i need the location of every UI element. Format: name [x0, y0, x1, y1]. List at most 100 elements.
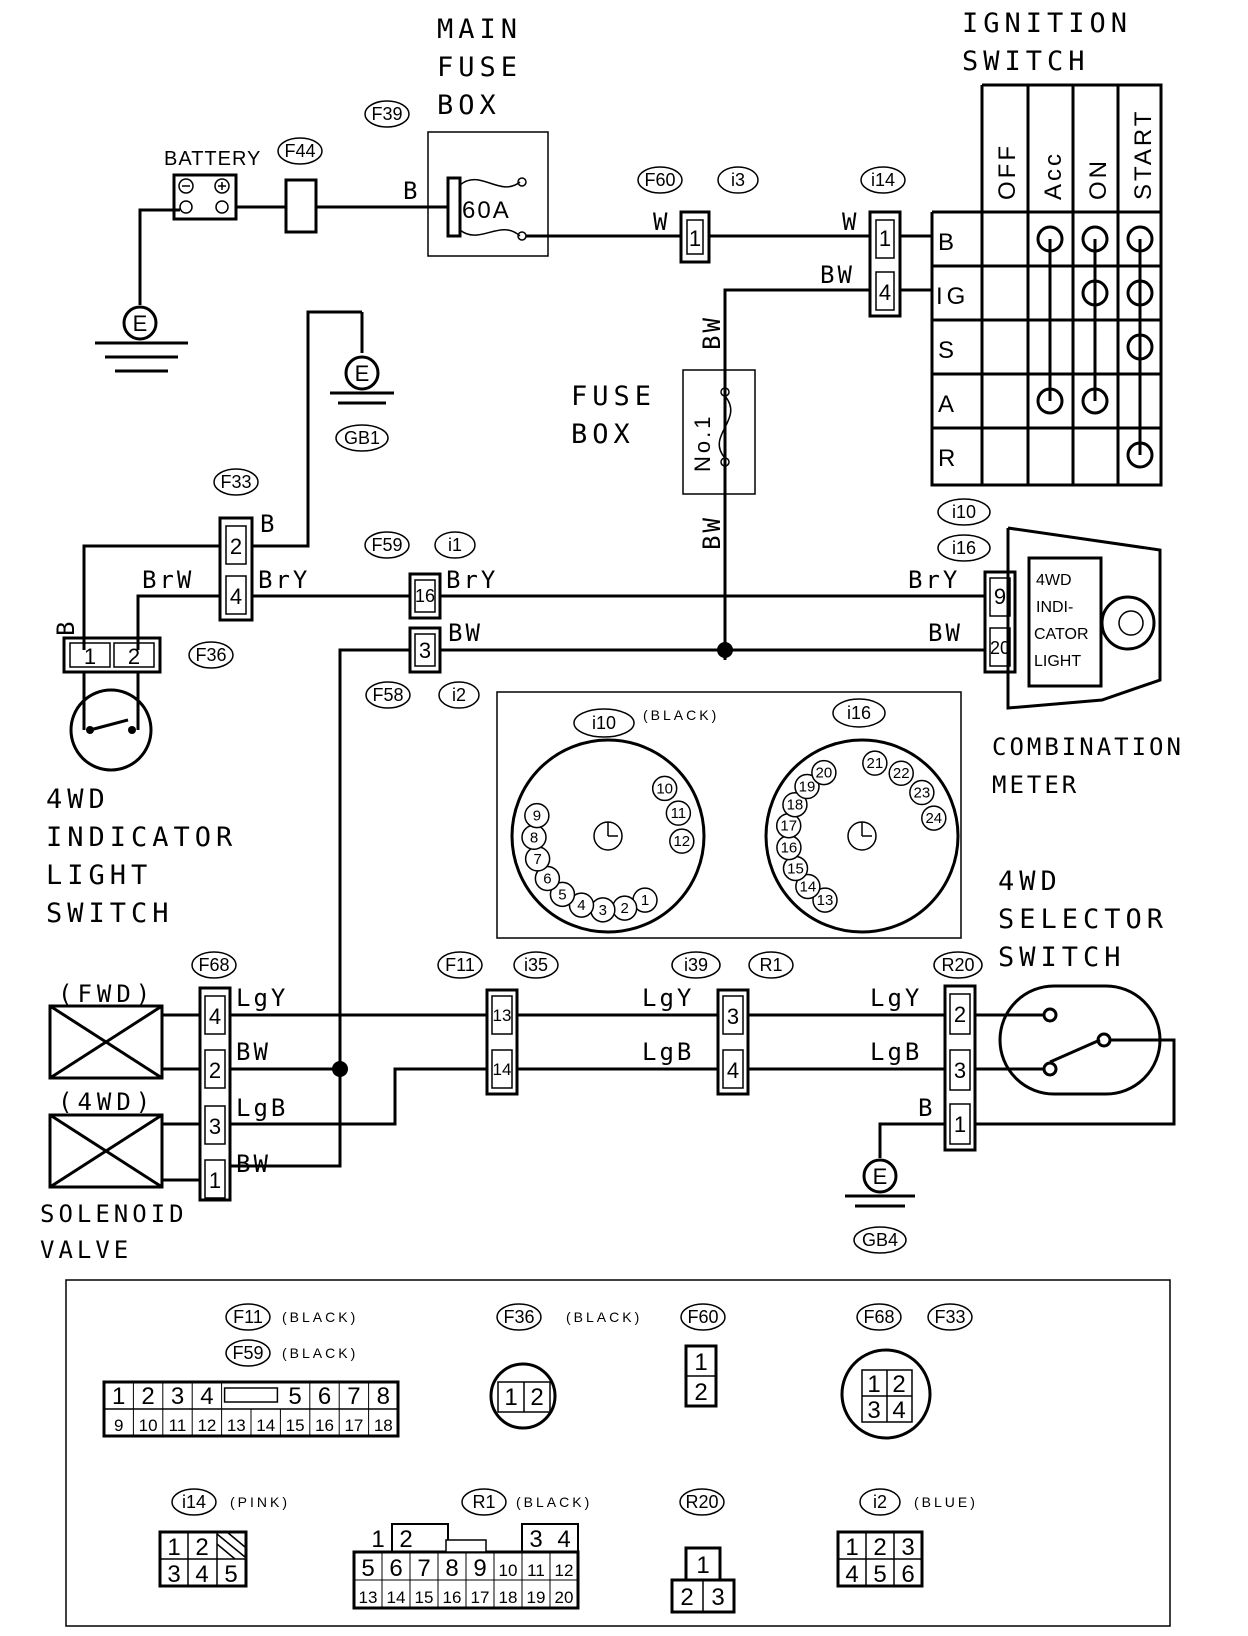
legend-r1-cell: 4 [557, 1526, 570, 1553]
meter-pin: 20 [811, 759, 837, 786]
svg-text:3: 3 [167, 1561, 180, 1588]
svg-text:1: 1 [954, 1112, 966, 1137]
svg-text:4: 4 [845, 1561, 858, 1588]
meter-pin: 24 [921, 805, 947, 831]
connector-tag-i35: i35 [513, 951, 559, 979]
fuse-60a-label: 60A [462, 197, 511, 224]
wire-label-b-r20: B [918, 1094, 935, 1122]
meter-pin: 23 [909, 779, 935, 806]
svg-text:1: 1 [867, 1371, 880, 1398]
svg-text:6: 6 [901, 1561, 914, 1588]
connector-tag-i3: i3 [717, 166, 759, 194]
svg-text:13: 13 [493, 1006, 512, 1025]
svg-text:(BLACK): (BLACK) [566, 1309, 642, 1325]
main-fuse-box: 60A [427, 131, 549, 257]
legend-r1-cell: 12 [555, 1561, 574, 1580]
legend-f11-cell: 12 [197, 1416, 216, 1435]
svg-text:i16: i16 [952, 538, 976, 558]
svg-text:F68: F68 [863, 1307, 894, 1327]
svg-text:21: 21 [867, 755, 884, 772]
svg-text:4: 4 [892, 1397, 905, 1424]
main-fuse-box-label-1: MAIN [437, 14, 522, 45]
svg-text:2: 2 [954, 1002, 966, 1027]
legend-f59-tag: F59 [232, 1343, 263, 1363]
wire-label-lgy-3: LgY [870, 984, 922, 1012]
wire-label-bry-2: BrY [446, 566, 498, 594]
svg-text:7: 7 [533, 851, 541, 868]
solenoid-fwd [48, 1004, 164, 1080]
svg-text:2: 2 [620, 900, 628, 917]
svg-text:6: 6 [543, 870, 551, 887]
meter-pin: 12 [669, 828, 695, 854]
main-fuse-box-label-3: BOX [437, 90, 501, 121]
connector-f11: 13 14 [485, 988, 519, 1096]
wire-label-lgb-3: LgB [870, 1038, 922, 1066]
wire-label-b-f36: B [52, 619, 80, 636]
svg-text:R20: R20 [941, 955, 974, 975]
legend-f11-cell: 6 [318, 1383, 331, 1410]
svg-text:R1: R1 [472, 1492, 495, 1512]
wire-label-w-2: W [842, 208, 859, 236]
connector-tag-f60: F60 [637, 166, 683, 194]
wire-label-b-top: B [403, 177, 420, 205]
svg-text:F11: F11 [445, 955, 475, 975]
svg-text:4: 4 [577, 897, 585, 914]
legend-r1-cell: 3 [529, 1526, 542, 1553]
battery [172, 173, 238, 221]
svg-text:i1: i1 [448, 535, 462, 555]
meter-indicator-label-2: INDI- [1036, 599, 1073, 616]
svg-text:F59: F59 [371, 535, 402, 555]
connector-f58-pin: 3 [408, 626, 442, 674]
connector-f36: 1 2 [62, 636, 162, 674]
meter-indicator-label-4: LIGHT [1034, 653, 1081, 670]
connector-tag-f39: F39 [364, 100, 410, 128]
fusible-link-f44 [284, 178, 318, 234]
indicator-switch-label-1: 4WD [46, 784, 110, 815]
svg-text:R20: R20 [685, 1492, 718, 1512]
wire-f33-f36-brw [136, 594, 220, 650]
svg-text:17: 17 [780, 818, 797, 835]
meter-pin: 13 [812, 887, 838, 913]
solenoid-valve-label-1: SOLENOID [40, 1200, 188, 1228]
svg-text:19: 19 [799, 778, 816, 795]
svg-text:23: 23 [914, 785, 931, 802]
svg-text:R1: R1 [759, 955, 782, 975]
legend-r20: R20 1 2 3 [670, 1488, 736, 1614]
connector-tag-f36: F36 [188, 641, 234, 669]
svg-text:2: 2 [128, 644, 140, 669]
connector-f60-pin: 1 [679, 210, 711, 264]
combination-meter [1006, 526, 1162, 710]
svg-text:13: 13 [817, 892, 834, 909]
legend-f11-cell: 4 [200, 1383, 213, 1410]
indicator-switch-label-4: SWITCH [46, 898, 174, 929]
svg-text:i3: i3 [731, 170, 745, 190]
svg-text:E: E [873, 1164, 888, 1189]
selector-switch-label-1: 4WD [998, 866, 1062, 897]
svg-text:i35: i35 [524, 955, 548, 975]
wire-gb1-f33 [252, 310, 362, 548]
connector-tag-gb4: GB4 [853, 1226, 907, 1254]
legend-f11-cell: 8 [377, 1383, 390, 1410]
svg-text:2: 2 [694, 1379, 707, 1406]
svg-text:E: E [355, 361, 370, 386]
svg-text:GB1: GB1 [344, 428, 380, 448]
svg-text:12: 12 [673, 833, 690, 850]
svg-text:2: 2 [195, 1534, 208, 1561]
svg-text:2: 2 [230, 534, 242, 559]
svg-text:F58: F58 [372, 685, 403, 705]
svg-text:i14: i14 [871, 170, 895, 190]
legend-r1-cell: 18 [499, 1588, 518, 1607]
svg-text:8: 8 [530, 829, 538, 846]
junction-bw-2 [332, 1061, 348, 1077]
meter-pin: 18 [782, 791, 808, 818]
meter-pin: 3 [590, 897, 616, 923]
combination-meter-label-2: METER [992, 771, 1079, 799]
svg-text:i14: i14 [182, 1492, 206, 1512]
meter-pin: 14 [795, 873, 821, 900]
svg-text:(BLACK): (BLACK) [516, 1494, 592, 1510]
svg-text:F11: F11 [233, 1307, 263, 1327]
svg-text:16: 16 [415, 586, 435, 606]
wire-label-lgb-2: LgB [642, 1038, 694, 1066]
meter-pin: 9 [524, 802, 550, 829]
